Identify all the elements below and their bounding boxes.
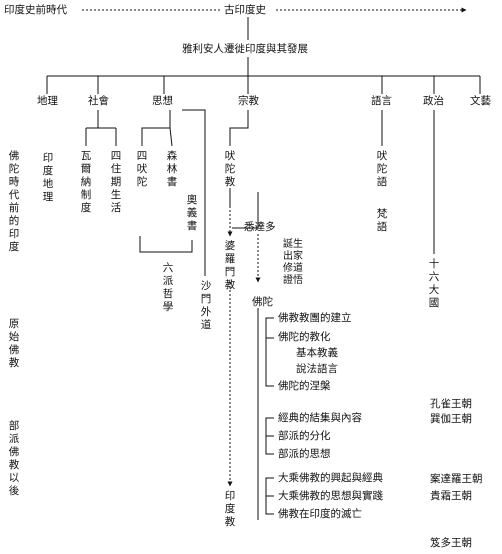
period-buddha-era: 佛陀時代前的印度	[8, 150, 20, 253]
forest-books: 森林書	[166, 150, 178, 188]
period-sectarian-buddhism: 部派佛教以後	[8, 420, 20, 497]
sixteen-kingdoms: 十六大國	[428, 258, 440, 309]
category-thought: 思想	[152, 95, 173, 107]
vedic-religion: 吠陀教	[224, 150, 236, 188]
vedic-language: 吠陀語	[376, 150, 388, 188]
topic-buddha-nirvana: 佛陀的涅槃	[278, 380, 331, 392]
six-schools: 六派哲學	[162, 262, 174, 313]
topic-preaching-language: 說法語言	[296, 363, 338, 375]
dynasty-andhra: 案達羅王朝	[430, 473, 483, 485]
category-art: 文藝	[470, 95, 491, 107]
life-event-birth: 誕生	[283, 239, 303, 250]
upanishads: 奧義書	[186, 194, 198, 232]
life-event-practice: 修道	[283, 263, 303, 274]
dynasty-kushan: 貴霜王朝	[430, 490, 472, 502]
varna-system: 瓦爾納制度	[80, 150, 92, 214]
category-religion: 宗教	[238, 95, 259, 107]
brahmanism: 婆羅門教	[224, 240, 236, 291]
category-politics: 政治	[423, 95, 444, 107]
buddha: 佛陀	[252, 296, 273, 308]
topic-mahayana-rise: 大乘佛教的興起與經典	[278, 472, 383, 484]
topic-sect-division: 部派的分化	[278, 430, 331, 442]
life-event-enlightenment: 證悟	[283, 275, 303, 286]
siddhartha: 悉達多	[244, 221, 276, 233]
sanskrit: 梵語	[376, 208, 388, 233]
category-language: 語言	[371, 95, 392, 107]
hinduism: 印度教	[224, 490, 236, 528]
life-event-renunciation: 出家	[283, 251, 303, 262]
topic-mahayana-practice: 大乘佛教的思想與實踐	[278, 490, 383, 502]
period-early-buddhism: 原始佛教	[8, 318, 20, 369]
topic-sect-thought: 部派的思想	[278, 448, 331, 460]
category-society: 社會	[88, 95, 109, 107]
dynasty-shunga: 巽伽王朝	[430, 413, 472, 425]
four-vedas: 四吠陀	[136, 150, 148, 188]
topic-sangha-founding: 佛教教團的建立	[278, 312, 352, 324]
aryan-migration-label: 雅利安人遷徙印度與其發展	[182, 43, 308, 55]
prehistoric-india-label: 印度史前時代	[4, 4, 67, 16]
topic-buddha-teaching: 佛陀的教化	[278, 331, 331, 343]
dynasty-maurya: 孔雀王朝	[430, 398, 472, 410]
topic-buddhism-decline: 佛教在印度的滅亡	[278, 508, 362, 520]
shramana-heterodox: 沙門外道	[200, 280, 212, 331]
indian-geography: 印度地理	[42, 152, 54, 203]
four-ashrama-life: 四住期生活	[110, 150, 122, 214]
topic-canon-compilation: 經典的結集與內容	[278, 412, 362, 424]
dynasty-gupta: 笈多王朝	[430, 537, 472, 549]
topic-basic-doctrine: 基本教義	[296, 347, 338, 359]
ancient-india-label: 古印度史	[224, 4, 266, 16]
category-geography: 地理	[37, 95, 58, 107]
